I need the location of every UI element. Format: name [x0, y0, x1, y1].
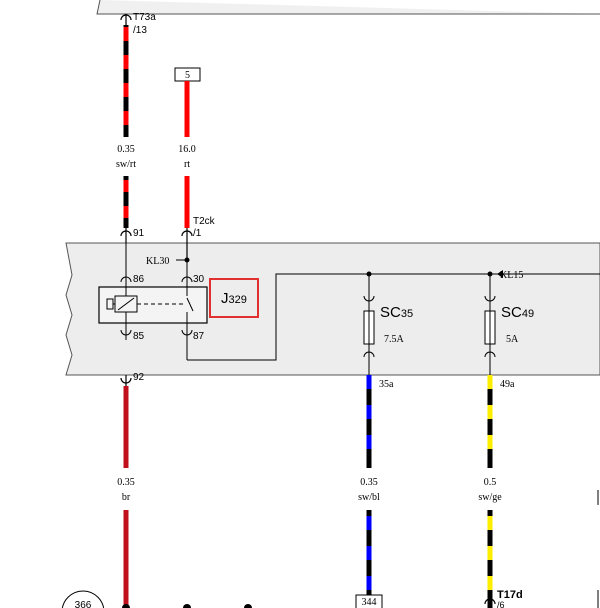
wire-stripe: [487, 576, 493, 590]
wire-sw-rt: [123, 25, 129, 228]
wire-br: [123, 386, 129, 468]
kl15-arrow: [497, 270, 503, 278]
pin-87-label: 87: [193, 331, 205, 342]
connector-t73a-label: T73a: [133, 12, 156, 23]
kl30-label: KL30: [146, 256, 169, 267]
coil-diagonal: [117, 297, 135, 311]
fuse-sc49-rating: 5A: [506, 334, 519, 345]
control-unit-housing: [65, 242, 600, 376]
wire-color-label: br: [122, 492, 131, 503]
wire-size-label: 0.35: [117, 144, 135, 155]
wire-stripe: [366, 435, 372, 449]
wire-stripe: [366, 576, 372, 590]
wire-stripe: [487, 516, 493, 530]
wire-size-label: 0.5: [484, 477, 497, 488]
wire-segment: [123, 25, 129, 137]
relay-designation: J329: [221, 290, 247, 307]
junction-node: [244, 604, 252, 608]
coil-side: [106, 298, 114, 310]
wire-stripe: [487, 546, 493, 560]
wire-segment: [366, 375, 372, 468]
connector-t73a-pin: /13: [133, 25, 147, 36]
pin-91-label: 91: [133, 228, 145, 239]
pin-92-label: 92: [133, 372, 145, 383]
upper-component-housing: [96, 0, 600, 15]
wire-size-label: 0.35: [117, 477, 135, 488]
ref-box-344: [355, 594, 383, 608]
fuse-sc49: SC49 5A: [484, 274, 534, 375]
wire-color-label: sw/bl: [358, 492, 380, 503]
wire-stripe: [487, 405, 493, 419]
connector-t17d-pin: /6: [497, 600, 505, 608]
wire-stripe: [123, 111, 129, 125]
connector-t17d-label: T17d: [497, 589, 523, 601]
fuse-sc49-label: SC49: [501, 304, 534, 321]
connector-t2ck-pin: /1: [193, 228, 202, 239]
wire-stripe: [487, 435, 493, 449]
wire-segment: [487, 375, 493, 468]
wire-size-label: 0.35: [360, 477, 378, 488]
wire-stripe: [123, 83, 129, 97]
connector-t2ck-label: T2ck: [193, 216, 216, 227]
fuse-sc35-rating: 7.5A: [384, 334, 405, 345]
bus-line: [187, 273, 600, 361]
connector-symbol: [363, 351, 375, 358]
connector-symbol: [120, 329, 132, 336]
wire-color-label: sw/ge: [478, 492, 502, 503]
wire-stripe: [123, 180, 129, 192]
wire-stripe: [123, 55, 129, 69]
wire-rt: [184, 176, 190, 228]
wire-stripe: [366, 516, 372, 530]
wire-size-label: 16.0: [178, 144, 196, 155]
connector-symbol: [181, 329, 193, 336]
switch-contact: [186, 297, 194, 312]
wire-color-label: rt: [184, 159, 190, 170]
wire-stripe: [366, 546, 372, 560]
wire-segment: [123, 176, 129, 228]
connector-symbol: [484, 598, 496, 605]
ground-ref-label: 366: [75, 600, 92, 608]
fuse-sc35-label: SC35: [380, 304, 413, 321]
pin-30-label: 30: [193, 274, 205, 285]
pin-86-label: 86: [133, 274, 145, 285]
pin-35a-label: 35a: [379, 379, 394, 390]
connector-symbol: [363, 295, 375, 302]
ref-344-label: 344: [362, 597, 377, 608]
wire-stripe: [123, 27, 129, 41]
wire-sw-bl: [366, 375, 372, 595]
pin-49a-label: 49a: [500, 379, 515, 390]
relay-j329-highlight: [209, 278, 259, 318]
wire-br: [123, 510, 129, 608]
junction-node: [183, 604, 191, 608]
wire-stripe: [366, 405, 372, 419]
kl15-label: KL15: [500, 270, 523, 281]
relay-j329: 86 30 85 87: [98, 243, 208, 360]
wire-stripe: [487, 375, 493, 389]
wire-sw-ge: [487, 375, 493, 608]
pin-85-label: 85: [133, 331, 145, 342]
terminal-5-label: 5: [185, 70, 190, 81]
junction-node: [122, 604, 130, 608]
wire-stripe: [366, 375, 372, 389]
fuse-sc35: SC35 7.5A: [363, 274, 413, 375]
ground-ref-circle: [61, 590, 105, 608]
connector-symbol: [484, 295, 496, 302]
connector-symbol: [484, 351, 496, 358]
wire-stripe: [123, 206, 129, 218]
wire-rt: [184, 81, 190, 137]
wire-color-label: sw/rt: [116, 159, 136, 170]
